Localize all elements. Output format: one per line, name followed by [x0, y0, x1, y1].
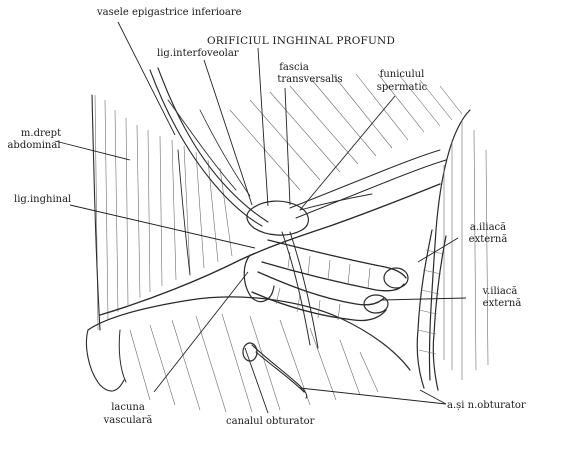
- deep-inguinal-ring-shape: [246, 149, 447, 236]
- label-v-iliaca-line2: externă: [483, 298, 522, 309]
- iliac-fossa-hatching: [428, 109, 489, 381]
- inguinal-ligament-shape: [99, 183, 441, 316]
- label-a-iliaca-line2: externă: [469, 234, 508, 245]
- label-funicul-line1: funiculul: [380, 69, 425, 80]
- leader-lines: [54, 21, 467, 414]
- label-obturator: a.și n.obturator: [447, 400, 526, 411]
- label-funicul-line2: spermatic: [377, 82, 428, 93]
- label-drept-line2: abdominal: [7, 140, 60, 151]
- external-iliac-vein-shape: [251, 271, 389, 322]
- label-lig-inghinal: lig.inghinal: [14, 194, 71, 205]
- label-fascia-line1: fascia: [279, 62, 309, 73]
- label-fascia-line2: transversalis: [277, 74, 342, 85]
- label-canal-obturator: canalul obturator: [226, 416, 315, 427]
- label-drept-line1: m.drept: [21, 128, 61, 139]
- label-vase-epigastrice: vasele epigastrice inferioare: [96, 7, 242, 18]
- pubic-region: [85, 296, 411, 413]
- label-v-iliaca-line1: v.iliacă: [482, 286, 518, 297]
- transversalis-fascia-hatching: [229, 73, 463, 191]
- label-a-iliaca-line1: a.iliacă: [470, 222, 506, 233]
- external-iliac-artery-shape: [261, 239, 409, 292]
- label-orificiu-inghinal: ORIFICIUL INGHINAL PROFUND: [207, 35, 395, 47]
- label-lig-interfoveolar: lig.interfoveolar: [157, 48, 239, 59]
- vascular-lacuna-shape: [243, 231, 319, 349]
- label-lacuna-line1: lacuna: [111, 402, 145, 413]
- label-lacuna-line2: vasculară: [103, 415, 153, 426]
- epigastric-vessels-shape: [149, 67, 269, 227]
